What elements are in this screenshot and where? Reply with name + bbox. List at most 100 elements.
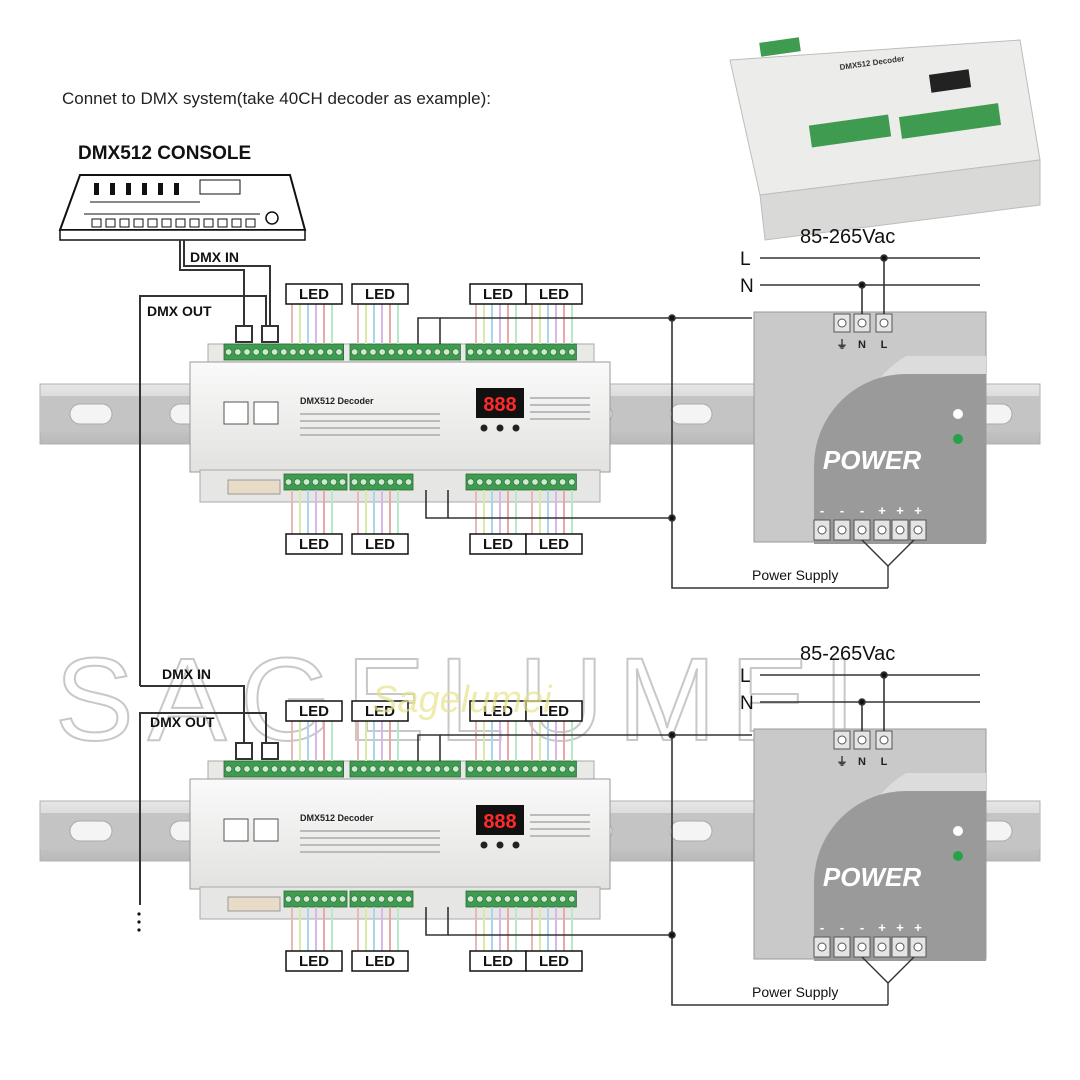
led-label: LED xyxy=(299,286,329,303)
input-terminal-label: L xyxy=(881,756,888,768)
led-label: LED xyxy=(483,953,513,970)
led-label: LED xyxy=(365,953,395,970)
output-terminal-sign: - xyxy=(860,503,864,518)
dmx-out-label: DMX OUT xyxy=(147,303,212,319)
input-terminal-label: ⏚ xyxy=(837,338,848,351)
watermark-outline: SAGELUMEI xyxy=(55,634,870,766)
led-top-3: LED xyxy=(469,700,527,722)
led-top-4: LED xyxy=(525,700,583,722)
led-label: LED xyxy=(483,536,513,553)
console-fader xyxy=(91,218,102,228)
led-top-2: LED xyxy=(351,700,409,722)
power-bridge xyxy=(417,731,888,1006)
led-top-1: LED xyxy=(285,283,343,305)
decoder-button[interactable] xyxy=(480,424,488,432)
voltage-label: 85-265Vac xyxy=(800,643,895,665)
terminal-blocks xyxy=(223,343,577,491)
led-label: LED xyxy=(539,286,569,303)
terminal-blocks xyxy=(223,760,577,908)
power-bridge xyxy=(417,314,888,589)
console-fader xyxy=(105,218,116,228)
led-label: LED xyxy=(299,953,329,970)
output-terminal-sign: + xyxy=(878,920,886,935)
led-top-4: LED xyxy=(525,283,583,305)
console-fader xyxy=(203,218,214,228)
console-slider xyxy=(174,183,179,195)
power-supply-caption: Power Supply xyxy=(752,984,838,1000)
led-bottom-3: LED xyxy=(469,950,527,972)
output-terminal-sign: + xyxy=(914,920,922,935)
console-fader xyxy=(119,218,130,228)
console-slider xyxy=(142,183,147,195)
decoder-button[interactable] xyxy=(512,841,520,849)
indicator-white xyxy=(953,409,963,419)
console-slider xyxy=(126,183,131,195)
output-terminal-sign: + xyxy=(878,503,886,518)
led-bottom-2: LED xyxy=(351,533,409,555)
console-fader xyxy=(189,218,200,228)
led-label: LED xyxy=(539,953,569,970)
led-bottom-3: LED xyxy=(469,533,527,555)
input-terminal-label: N xyxy=(858,756,866,768)
led-bottom-4: LED xyxy=(525,950,583,972)
line-n-label: N xyxy=(740,276,754,297)
led-label: LED xyxy=(365,536,395,553)
output-terminal-sign: - xyxy=(820,503,824,518)
led-label: LED xyxy=(539,536,569,553)
line-n-label: N xyxy=(740,693,754,714)
console-fader xyxy=(217,218,228,228)
console-buttons xyxy=(91,183,256,228)
led-label: LED xyxy=(365,286,395,303)
console-fader xyxy=(147,218,158,228)
indicator-white xyxy=(953,826,963,836)
console-fader xyxy=(245,218,256,228)
led-label: LED xyxy=(365,703,395,720)
line-l-label: L xyxy=(740,249,751,270)
continuation-dots xyxy=(137,912,141,932)
console-slider xyxy=(94,183,99,195)
instruction-text: Connet to DMX system(take 40CH decoder a… xyxy=(62,89,491,108)
input-terminal-label: ⏚ xyxy=(837,755,848,768)
indicator-green xyxy=(953,851,963,861)
led-label: LED xyxy=(483,286,513,303)
output-terminal-sign: - xyxy=(840,920,844,935)
console-slider xyxy=(158,183,163,195)
decoder-button[interactable] xyxy=(496,841,504,849)
decoder-button[interactable] xyxy=(480,841,488,849)
decoder-title: DMX512 Decoder xyxy=(300,813,374,823)
ac-input-terminals: ⏚ N L xyxy=(833,313,893,351)
dmx-in-label: DMX IN xyxy=(162,666,211,682)
line-l-label: L xyxy=(740,666,751,687)
decoder-button[interactable] xyxy=(496,424,504,432)
led-bottom-4: LED xyxy=(525,533,583,555)
led-top-2: LED xyxy=(351,283,409,305)
console-label: DMX512 CONSOLE xyxy=(78,143,251,164)
led-bottom-2: LED xyxy=(351,950,409,972)
console-fader xyxy=(231,218,242,228)
output-terminal-sign: + xyxy=(896,503,904,518)
console-fader xyxy=(161,218,172,228)
decoder-button[interactable] xyxy=(512,424,520,432)
decoder-display: 888 xyxy=(483,811,516,833)
input-terminal-label: N xyxy=(858,339,866,351)
input-terminal-label: L xyxy=(881,339,888,351)
led-label: LED xyxy=(483,703,513,720)
led-bottom-1: LED xyxy=(285,533,343,555)
power-label: POWER xyxy=(823,862,921,892)
dc-output-terminals: ---+++ xyxy=(813,920,927,958)
dmx-out-label: DMX OUT xyxy=(150,714,215,730)
output-terminal-sign: + xyxy=(896,920,904,935)
led-top-3: LED xyxy=(469,283,527,305)
output-terminal-sign: + xyxy=(914,503,922,518)
output-terminal-sign: - xyxy=(860,920,864,935)
product-photo: DMX512 Decoder xyxy=(729,37,1041,241)
decoder-display: 888 xyxy=(483,394,516,416)
power-supply-caption: Power Supply xyxy=(752,567,838,583)
led-label: LED xyxy=(299,703,329,720)
led-bottom-1: LED xyxy=(285,950,343,972)
